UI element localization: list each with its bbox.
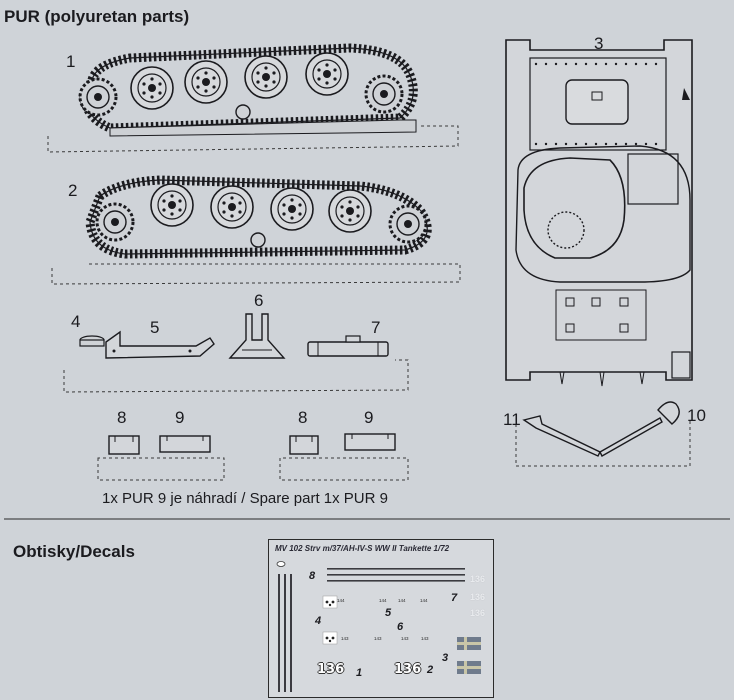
pur-section-title: PUR (polyuretan parts) — [4, 7, 190, 26]
decal-7-white-number: 136 — [470, 608, 486, 618]
part-label-6: 6 — [254, 291, 264, 310]
part-8-left — [108, 435, 140, 455]
decal-5-code: 144 — [420, 598, 428, 603]
part-5-fender — [105, 330, 215, 359]
part-3-hull — [505, 39, 693, 387]
decal-number-8: 8 — [309, 570, 316, 582]
parts-8-9-left-runner — [97, 457, 225, 481]
part-7-exhaust — [307, 335, 389, 357]
decal-6-code: 143 — [374, 636, 382, 641]
part-2-track-assembly — [85, 175, 432, 259]
part-1-runner-outline — [47, 125, 459, 153]
decal-number-3: 3 — [442, 652, 449, 664]
decal-6-code: 143 — [341, 636, 349, 641]
parts-8-9-right-runner — [279, 457, 409, 481]
decal-1-tank-number: 136 — [317, 662, 345, 677]
part-label-2: 2 — [68, 181, 78, 200]
decal-number-2: 2 — [427, 664, 434, 676]
decal-number-7: 7 — [451, 592, 458, 604]
part-4-hatch — [79, 335, 105, 347]
decal-5-code: 144 — [398, 598, 406, 603]
decal-number-4: 4 — [315, 615, 322, 627]
decal-5-code: 144 — [379, 598, 387, 603]
part-9-left — [159, 435, 211, 453]
decal-4-emblem-bottom — [322, 631, 338, 645]
decal-artwork — [276, 561, 481, 692]
part-6-bracket — [228, 313, 286, 359]
decal-7-white-number: 136 — [470, 592, 486, 602]
decal-7-white-number: 136 — [470, 574, 486, 584]
part-label-7: 7 — [371, 318, 381, 337]
decal-5-code: 144 — [337, 598, 345, 603]
part-label-1: 1 — [66, 52, 76, 71]
parts-10-11-runner — [515, 418, 691, 467]
decal-small-emblem — [276, 561, 286, 567]
part-label-8-left: 8 — [117, 408, 127, 427]
part-label-9-right: 9 — [364, 408, 374, 427]
part-1-track-assembly — [78, 43, 418, 137]
decal-number-5: 5 — [385, 607, 392, 619]
decal-6-code: 143 — [401, 636, 409, 641]
decal-3-flag-upper — [457, 637, 481, 650]
part-label-5: 5 — [150, 318, 160, 337]
part-label-9-left: 9 — [175, 408, 185, 427]
part-label-4: 4 — [71, 312, 81, 331]
parts-4-7-runner-outline — [63, 359, 409, 393]
decal-8-horizontal-lines — [327, 568, 465, 582]
part-label-10: 10 — [687, 406, 706, 425]
decal-4-emblem-top — [322, 595, 338, 609]
part-label-11: 11 — [503, 410, 521, 429]
decal-number-6: 6 — [397, 621, 404, 633]
part-11-shovel — [522, 415, 601, 457]
decal-sheet-header: MV 102 Strv m/37/AH-IV-S WW II Tankette … — [275, 544, 450, 553]
decal-3-flag-lower — [457, 661, 481, 674]
decal-number-1: 1 — [356, 667, 363, 679]
part-label-3: 3 — [594, 34, 604, 53]
part-label-8-right: 8 — [298, 408, 308, 427]
decal-2-tank-number: 136 — [394, 662, 422, 677]
part-10-pick — [599, 401, 680, 457]
decals-section-title: Obtisky/Decals — [13, 542, 135, 561]
part-8-right — [289, 435, 319, 455]
decal-sheet: MV 102 Strv m/37/AH-IV-S WW II Tankette … — [268, 539, 494, 698]
spare-part-note: 1x PUR 9 je náhradí / Spare part 1x PUR … — [102, 490, 388, 507]
part-2-runner-outline — [51, 263, 461, 285]
decal-6-code: 143 — [421, 636, 429, 641]
decal-8-vertical-stripes — [278, 574, 292, 692]
part-9-right — [344, 433, 396, 451]
